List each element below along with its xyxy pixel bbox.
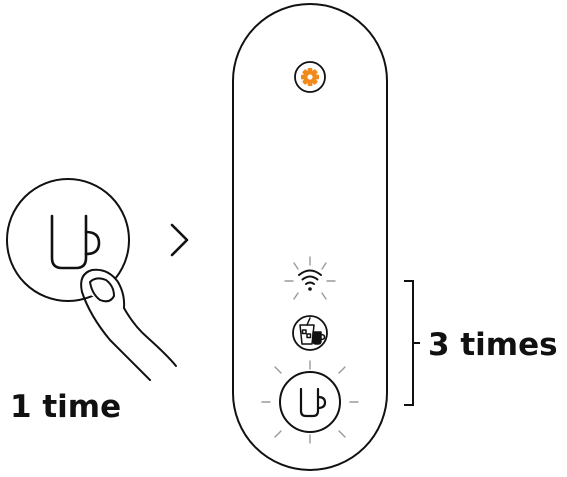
blink-count-label: 3 times: [428, 327, 558, 363]
press-count-label: 1 time: [10, 389, 122, 425]
cup-icon: [299, 387, 327, 418]
wifi-indicator: [284, 256, 336, 300]
group-bracket: [404, 280, 420, 406]
wifi-glow-rays: [284, 256, 336, 300]
gear-icon: [301, 68, 319, 86]
press-illustration: [6, 178, 177, 381]
cup-icon: [50, 214, 101, 270]
chevron-right-icon: [170, 223, 189, 257]
device-panel: [232, 3, 388, 471]
wifi-icon: [298, 269, 322, 285]
iced-coffee-icon: [299, 317, 326, 345]
settings-button: [294, 61, 326, 93]
pointing-finger-icon: [80, 268, 177, 381]
iced-coffee-button: [292, 315, 328, 351]
cup-button-highlighted: [261, 360, 359, 444]
cup-glow-rays: [261, 360, 359, 444]
